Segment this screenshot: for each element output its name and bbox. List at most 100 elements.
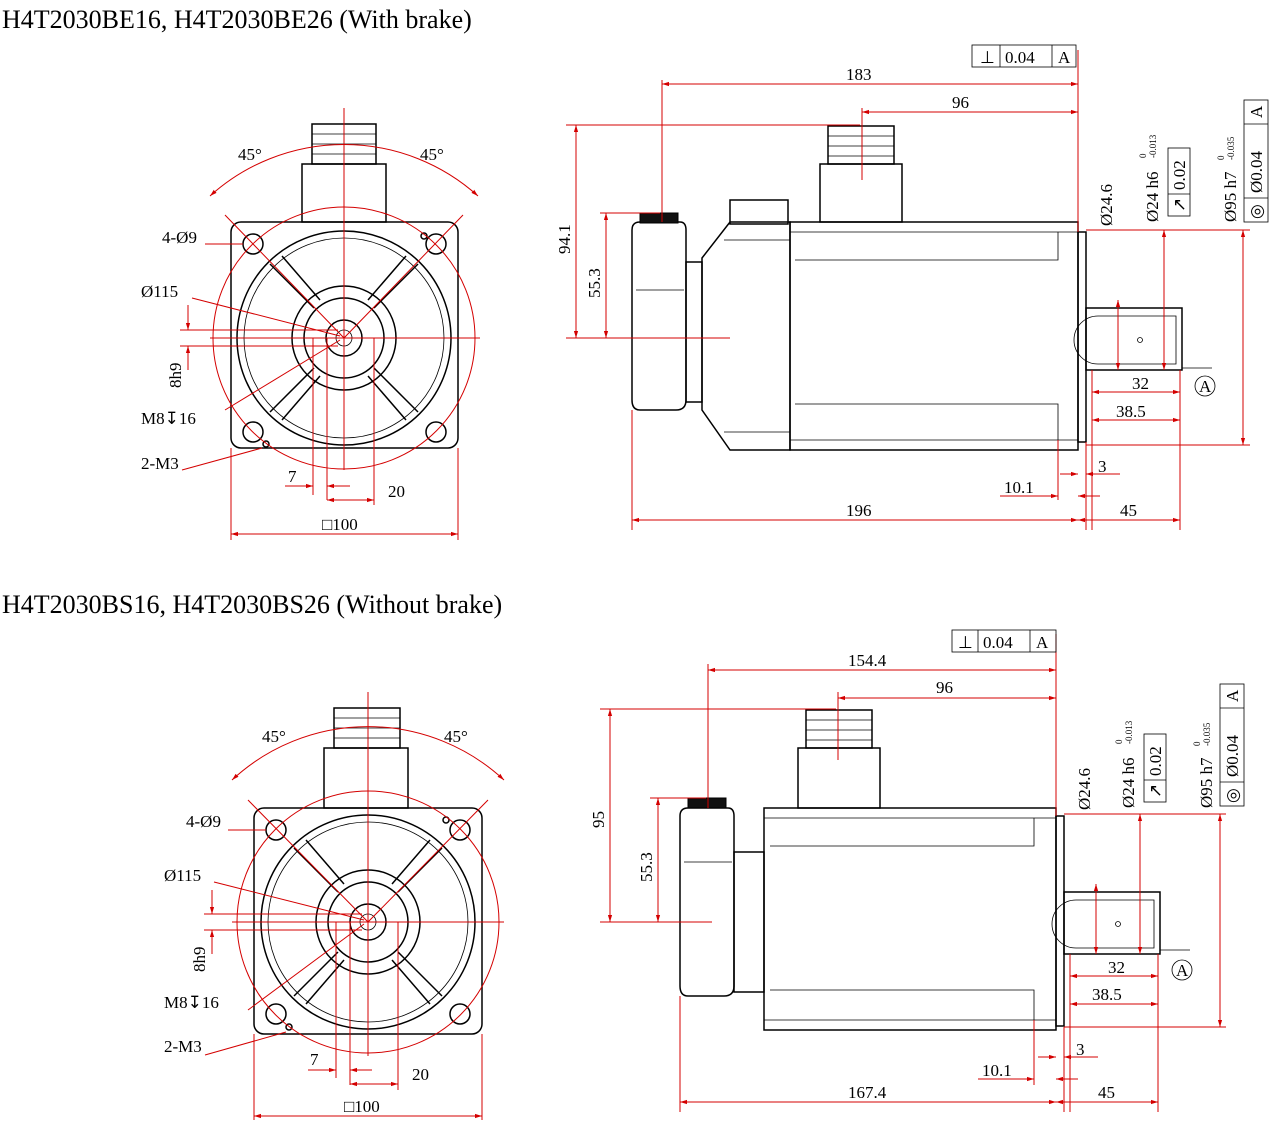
- pcd-label: Ø115: [164, 866, 201, 885]
- view-title-without-brake: H4T2030BS16, H4T2030BS26 (Without brake): [2, 590, 502, 619]
- svg-text:0: 0: [1114, 739, 1124, 744]
- svg-text:-0.035: -0.035: [1202, 722, 1212, 746]
- runout-frame: ↗ 0.02: [1167, 147, 1191, 217]
- dim-flange2: 10.1: [982, 1061, 1012, 1080]
- svg-text:0: 0: [1216, 155, 1226, 160]
- svg-text:-0.013: -0.013: [1124, 720, 1134, 744]
- pcd-label: Ø115: [141, 282, 178, 301]
- side-view-with-brake: ⊥ 0.04 A ↗ 0.02 A Ø0.04 ◎ A 183 96 94.1 …: [555, 44, 1269, 530]
- dim-96: 96: [936, 678, 953, 697]
- svg-text:⊥: ⊥: [958, 633, 973, 652]
- svg-text:-0.013: -0.013: [1148, 134, 1158, 158]
- datum-a-symbol: [1194, 375, 1216, 397]
- mount-hole: [425, 233, 447, 255]
- dim-d-shaft: Ø24 h6: [1119, 757, 1138, 808]
- svg-text:A: A: [1199, 377, 1212, 396]
- brake-housing: [701, 221, 791, 451]
- dim-flange: 3: [1098, 457, 1107, 476]
- key-label: 8h9: [190, 947, 209, 973]
- concentricity-frame: A Ø0.04 ◎: [1243, 99, 1269, 223]
- pcd-circle: [236, 790, 500, 1054]
- dim-d-pilot: Ø95 h7: [1221, 171, 1240, 222]
- flange: [1077, 231, 1087, 443]
- view-title-with-brake: H4T2030BE16, H4T2030BE26 (With brake): [2, 5, 472, 34]
- dim-length-top: 183: [846, 65, 872, 84]
- aux-label: 2-M3: [164, 1037, 202, 1056]
- motor-body: [789, 221, 1079, 451]
- mount-hole: [265, 819, 287, 841]
- perpendicularity-frame: ⊥ 0.04 A: [971, 44, 1077, 68]
- holes-label: 4-Ø9: [162, 228, 197, 247]
- key-label: 8h9: [166, 363, 185, 389]
- shaft: [1063, 891, 1161, 955]
- dim-d-pilot: Ø95 h7: [1197, 757, 1216, 808]
- dim-d-small: Ø24.6: [1097, 184, 1116, 226]
- mount-hole: [265, 1003, 287, 1025]
- dim-20: 20: [388, 482, 405, 501]
- encoder-cap: [679, 807, 735, 997]
- svg-text:0.02: 0.02: [1146, 746, 1165, 776]
- dim-shaft-total: 45: [1120, 501, 1137, 520]
- connector-thread: [827, 125, 895, 165]
- connector-thread: [805, 709, 873, 749]
- dim-20: 20: [412, 1065, 429, 1084]
- encoder-cap: [631, 221, 687, 411]
- svg-text:A: A: [1223, 689, 1242, 702]
- svg-text:0.02: 0.02: [1170, 160, 1189, 190]
- mount-hole: [425, 421, 447, 443]
- holes-label: 4-Ø9: [186, 812, 221, 831]
- tap-label: M8↧16: [164, 993, 219, 1012]
- dim-shaft-len: 38.5: [1116, 402, 1146, 421]
- svg-text:-0.035: -0.035: [1226, 136, 1236, 160]
- dim-7: 7: [288, 467, 297, 486]
- svg-text:Ø0.04: Ø0.04: [1223, 734, 1242, 777]
- svg-text:A: A: [1247, 105, 1266, 118]
- svg-text:Ø0.04: Ø0.04: [1247, 150, 1266, 193]
- tap-label: M8↧16: [141, 409, 196, 428]
- dim-body-len: 196: [846, 501, 872, 520]
- perpendicularity-frame: ⊥ 0.04 A: [951, 629, 1057, 653]
- flange: [1055, 815, 1065, 1027]
- svg-text:◎: ◎: [1223, 788, 1242, 803]
- dim-d-shaft: Ø24 h6: [1143, 171, 1162, 222]
- aux-label: 2-M3: [141, 454, 179, 473]
- svg-text:↗: ↗: [1146, 784, 1165, 798]
- motor-body: [763, 807, 1057, 1031]
- dim-shaft-total: 45: [1098, 1083, 1115, 1102]
- mount-hole: [449, 1003, 471, 1025]
- pcd-circle: [212, 206, 476, 470]
- svg-text:A: A: [1176, 961, 1189, 980]
- dim-length-top: 154.4: [848, 651, 887, 670]
- svg-text:⊥: ⊥: [980, 48, 995, 67]
- dim-height-1: 95: [589, 811, 608, 828]
- dim-key-len: 32: [1108, 958, 1125, 977]
- angle-left: 45°: [262, 727, 286, 746]
- dim-96: 96: [952, 93, 969, 112]
- svg-text:0: 0: [1138, 153, 1148, 158]
- dim-7: 7: [310, 1050, 319, 1069]
- svg-text:◎: ◎: [1247, 204, 1266, 219]
- svg-text:↗: ↗: [1170, 198, 1189, 212]
- dim-key-len: 32: [1132, 374, 1149, 393]
- dim-height-1: 94.1: [555, 224, 574, 254]
- concentricity-frame: A Ø0.04 ◎: [1219, 683, 1245, 807]
- dim-body-len: 167.4: [848, 1083, 887, 1102]
- svg-text:0.04: 0.04: [1005, 48, 1035, 67]
- dim-square: □100: [322, 515, 358, 534]
- front-view-with-brake: 45° 45° 4-Ø9 Ø115 8h9 M8↧16 2-M3 7 20 □1…: [141, 108, 480, 540]
- dim-height-2: 55.3: [585, 268, 604, 298]
- angle-left: 45°: [238, 145, 262, 164]
- svg-text:0.04: 0.04: [983, 633, 1013, 652]
- svg-text:A: A: [1036, 633, 1049, 652]
- angle-right: 45°: [444, 727, 468, 746]
- dim-square: □100: [344, 1097, 380, 1116]
- shaft: [1085, 307, 1183, 371]
- side-view-without-brake: ⊥ 0.04 A ↗ 0.02 A Ø0.04 ◎ A 154.4 96 95 …: [589, 629, 1245, 1112]
- dim-flange: 3: [1076, 1040, 1085, 1059]
- angle-right: 45°: [420, 145, 444, 164]
- mount-hole: [449, 819, 471, 841]
- dim-height-2: 55.3: [637, 852, 656, 882]
- dim-shaft-len: 38.5: [1092, 985, 1122, 1004]
- dim-flange2: 10.1: [1004, 478, 1034, 497]
